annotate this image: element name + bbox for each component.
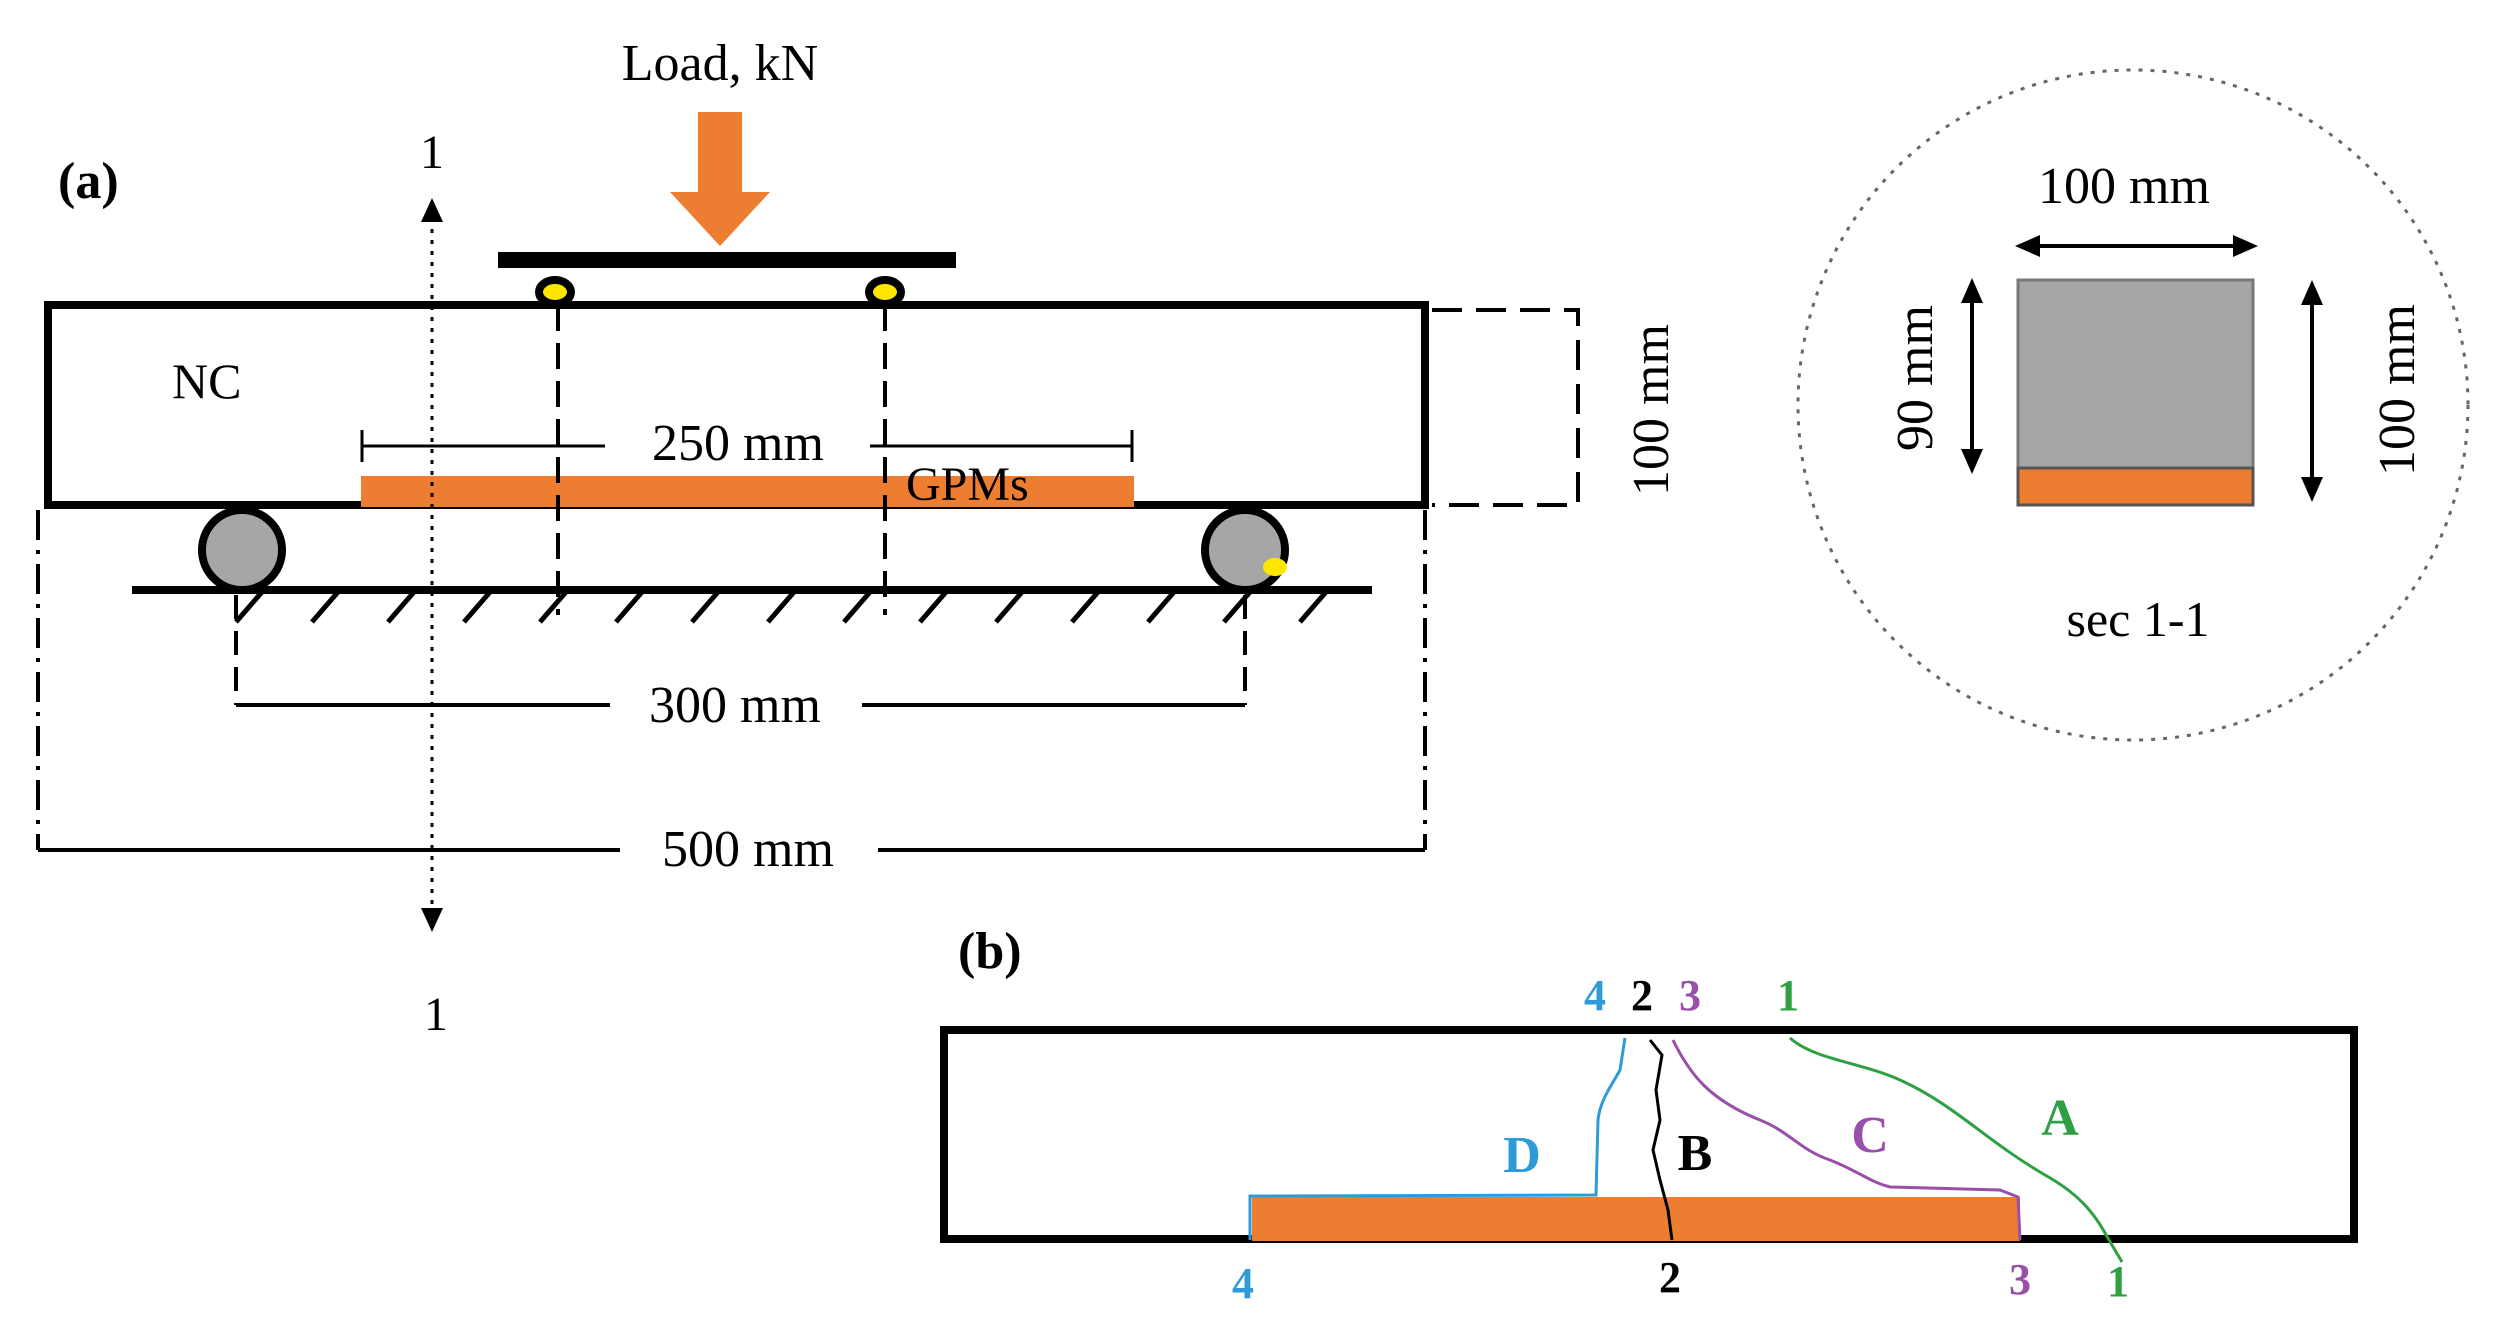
top-mark-3: 3 bbox=[1679, 971, 1701, 1020]
section-right-height-dim: 100 mm bbox=[2301, 280, 2426, 502]
dim-span: 300 mm bbox=[234, 595, 1247, 734]
section-arrow-up bbox=[421, 198, 443, 222]
support-left bbox=[198, 506, 286, 594]
top-mark-2: 2 bbox=[1631, 971, 1653, 1020]
dim-total-length-label: 500 mm bbox=[662, 821, 834, 878]
dim-gpm-length: 250 mm bbox=[360, 415, 1134, 472]
panel-b-label: (b) bbox=[958, 923, 1022, 980]
crack-c bbox=[1671, 1039, 2022, 1241]
bottom-mark-4: 4 bbox=[1232, 1259, 1254, 1308]
load-arrow bbox=[670, 112, 770, 246]
support-right bbox=[1201, 506, 1289, 594]
crack-label-c: C bbox=[1851, 1107, 1889, 1164]
load-point-right bbox=[865, 276, 905, 308]
dim-gpm-length-label: 250 mm bbox=[652, 415, 824, 472]
section-left-height-dim: 90 mm bbox=[1887, 278, 1983, 474]
section-gpms bbox=[2016, 466, 2255, 507]
crack-label-b: B bbox=[1678, 1125, 1713, 1182]
panel-b: (b) 4 2 3 1 4 2 3 1 A B C D bbox=[940, 923, 2358, 1308]
section-right-height-label: 100 mm bbox=[2369, 304, 2426, 476]
load-label: Load, kN bbox=[622, 35, 818, 92]
crack-b bbox=[1648, 1039, 1674, 1241]
crack-label-a: A bbox=[2041, 1090, 2079, 1147]
nc-beam bbox=[44, 301, 1429, 509]
bottom-mark-3: 3 bbox=[2009, 1255, 2031, 1304]
section-caption: sec 1-1 bbox=[2067, 591, 2210, 647]
failed-gpms-strip bbox=[1252, 1197, 2020, 1241]
section-1-1: 100 mm 90 mm 100 mm sec 1-1 bbox=[1796, 68, 2470, 742]
gpms-strip bbox=[361, 476, 1134, 507]
gpms-label: GPMs bbox=[906, 458, 1029, 511]
section-mark-top: 1 bbox=[420, 126, 444, 179]
panel-a: (a) Load, kN NC GPMs 250 mm 100 mm bbox=[36, 35, 1680, 1041]
dim-height-label: 100 mm bbox=[1623, 324, 1680, 496]
section-width-label: 100 mm bbox=[2038, 158, 2210, 215]
ground bbox=[132, 586, 1372, 624]
section-cut-line: 1 1 bbox=[420, 126, 448, 1041]
dim-height: 100 mm bbox=[1432, 308, 1680, 507]
bottom-mark-2: 2 bbox=[1659, 1253, 1681, 1302]
section-left-height-label: 90 mm bbox=[1887, 305, 1944, 451]
dim-span-label: 300 mm bbox=[649, 677, 821, 734]
bottom-mark-1: 1 bbox=[2107, 1257, 2129, 1306]
crack-a bbox=[1789, 1036, 2124, 1263]
support-right-contact bbox=[1263, 558, 1287, 576]
loading-beam bbox=[498, 252, 956, 268]
load-point-left bbox=[535, 276, 575, 308]
top-mark-1: 1 bbox=[1777, 971, 1799, 1020]
section-mark-bottom: 1 bbox=[424, 988, 448, 1041]
section-width-dim: 100 mm bbox=[2015, 158, 2258, 257]
section-concrete bbox=[2016, 278, 2255, 470]
section-outline bbox=[1796, 68, 2470, 742]
dim-total-length: 500 mm bbox=[36, 510, 1427, 878]
crack-label-d: D bbox=[1503, 1127, 1541, 1184]
nc-label: NC bbox=[172, 353, 241, 409]
panel-a-label: (a) bbox=[58, 153, 119, 210]
crack-d bbox=[1248, 1037, 1627, 1240]
section-arrow-down bbox=[421, 908, 443, 932]
top-mark-4: 4 bbox=[1584, 971, 1606, 1020]
